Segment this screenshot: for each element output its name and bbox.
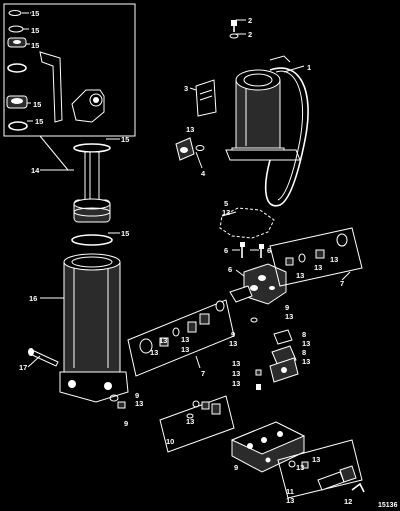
callout-15: 15 <box>35 117 43 126</box>
callout-2: 2 <box>248 30 252 39</box>
piston-rod-assembly <box>71 143 113 246</box>
callout-13: 13 <box>330 255 338 264</box>
callout-13: 13 <box>222 208 230 217</box>
callout-13: 13 <box>285 312 293 321</box>
callout-9: 9 <box>285 303 289 312</box>
callout-13: 13 <box>186 125 194 134</box>
callout-14: 14 <box>31 166 40 175</box>
motor-gasket <box>219 207 275 239</box>
callout-9: 9 <box>234 463 238 472</box>
callout-13: 13 <box>286 496 294 505</box>
callout-1: 1 <box>307 63 311 72</box>
motor-screws <box>229 20 239 39</box>
callout-13: 13 <box>314 263 322 272</box>
valve-kit-lower <box>159 395 235 453</box>
callout-15: 15 <box>31 26 39 35</box>
callout-15: 15 <box>33 100 41 109</box>
callout-8: 8 <box>302 330 306 339</box>
callout-13: 13 <box>232 359 240 368</box>
callout-7: 7 <box>201 369 205 378</box>
pump-block <box>229 263 287 305</box>
check-valve-kit-right <box>269 227 363 287</box>
trim-cylinder <box>59 253 129 403</box>
callout-5: 5 <box>224 199 228 208</box>
callout-11: 11 <box>286 487 294 496</box>
callout-15: 15 <box>31 41 39 50</box>
pressure-valve <box>277 439 365 499</box>
electric-motor <box>225 55 309 207</box>
callout-10: 10 <box>166 437 174 446</box>
callout-labels: 15 15 15 15 15 15 15 14 16 17 2 2 1 3 13… <box>19 9 398 509</box>
callout-13: 13 <box>232 369 240 378</box>
callout-4: 4 <box>201 169 206 178</box>
callout-13: 13 <box>135 399 143 408</box>
callout-8: 8 <box>302 348 306 357</box>
callout-6: 6 <box>224 246 228 255</box>
callout-16: 16 <box>29 294 37 303</box>
check-valve-kit-left <box>127 299 235 377</box>
callout-13: 13 <box>186 417 194 426</box>
callout-13: 13 <box>181 345 189 354</box>
callout-13: 13 <box>181 335 189 344</box>
pump-bolts <box>240 242 264 258</box>
callout-6: 6 <box>228 265 232 274</box>
callout-13: 13 <box>296 271 304 280</box>
callout-9: 9 <box>135 391 139 400</box>
manual-release-parts <box>255 329 299 390</box>
callout-13: 13 <box>150 348 158 357</box>
callout-12: 12 <box>344 497 352 506</box>
callout-9: 9 <box>124 419 128 428</box>
callout-13: 13 <box>302 339 310 348</box>
figure-reference-number: 15136 <box>378 502 398 509</box>
callout-15: 15 <box>31 9 39 18</box>
callout-7: 7 <box>340 279 344 288</box>
callout-13: 13 <box>296 463 304 472</box>
callout-15: 15 <box>121 135 129 144</box>
leader-inset-14 <box>39 135 69 171</box>
callout-13: 13 <box>159 336 167 345</box>
callout-3: 3 <box>184 84 188 93</box>
callout-13: 13 <box>229 339 237 348</box>
callout-13: 13 <box>232 379 240 388</box>
fitting-parts-left <box>109 317 258 409</box>
pivot-pin <box>28 348 59 367</box>
callout-13: 13 <box>312 455 320 464</box>
filter <box>175 137 205 161</box>
callout-13: 13 <box>302 357 310 366</box>
callout-9: 9 <box>231 330 235 339</box>
decal <box>195 79 217 117</box>
callout-15: 15 <box>121 229 129 238</box>
leader-lines <box>27 12 351 369</box>
seal-kit-inset <box>3 3 136 137</box>
callout-2: 2 <box>248 16 252 25</box>
callout-6: 6 <box>267 246 271 255</box>
callout-17: 17 <box>19 363 27 372</box>
pump-manifold <box>230 421 306 473</box>
